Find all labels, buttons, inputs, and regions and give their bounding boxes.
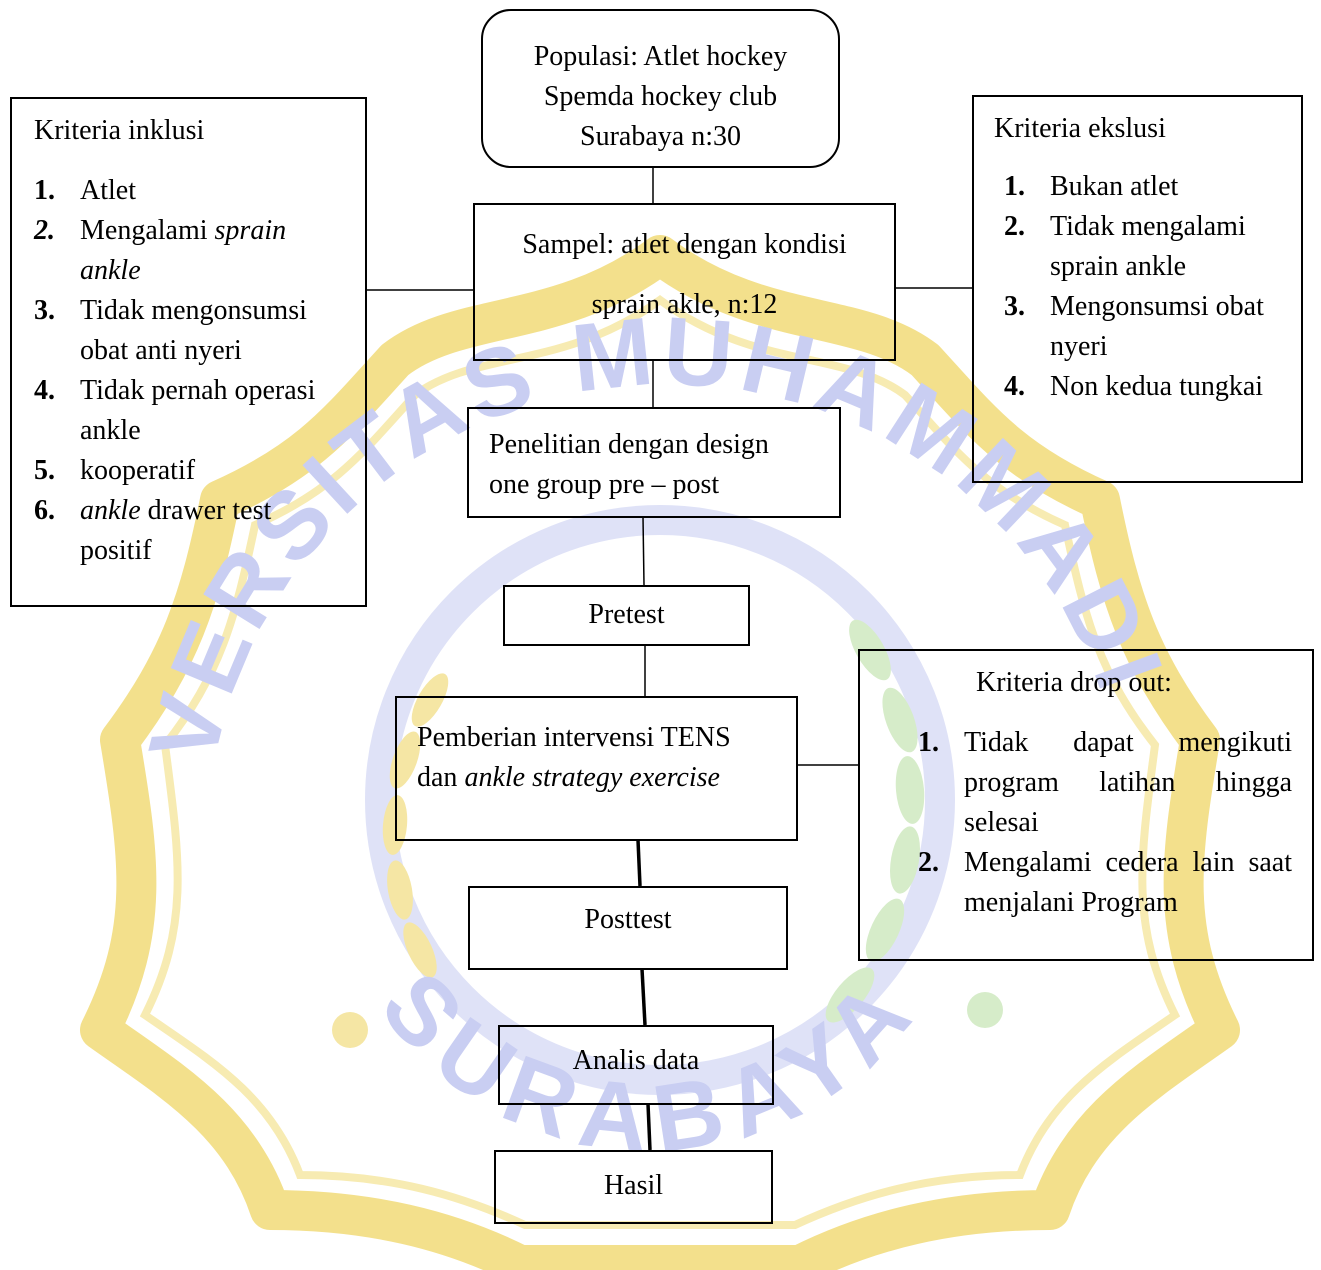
connector-penelitian-pretest [642, 516, 645, 586]
populasi-line-1: Populasi: Atlet hockey [533, 41, 788, 72]
posttest-label: Posttest [584, 904, 672, 935]
intervensi-box: Pemberian intervensi TENS dan ankle stra… [395, 696, 798, 841]
eksklusi-item-text: Non kedua tungkai [1050, 371, 1264, 402]
inklusi-item: 1. Atlet [34, 171, 349, 211]
penelitian-box: Penelitian dengan design one group pre –… [467, 407, 841, 518]
list-number: 1. [1004, 171, 1025, 202]
penelitian-line-1: Penelitian dengan design [489, 429, 769, 460]
list-number: 2. [34, 215, 55, 246]
list-number: 4. [34, 375, 55, 406]
sampel-line-1: Sampel: atlet dengan kondisi [522, 229, 847, 260]
inklusi-item-text: drawer test positif [80, 495, 272, 566]
seal-inner-circle [365, 505, 955, 1095]
eksklusi-item: 1. Bukan atlet [1004, 167, 1291, 207]
inklusi-item-italic: ankle [80, 495, 141, 526]
hasil-box: Hasil [494, 1150, 773, 1224]
list-number: 2. [1004, 211, 1025, 242]
dropout-item: 2. Mengalami cedera lain saat menjalani P… [918, 843, 1292, 923]
inklusi-item-text: Atlet [80, 175, 136, 206]
dropout-item-text: Mengalami cedera lain saat menjalani Pro… [964, 847, 1292, 918]
inklusi-title: Kriteria inklusi [34, 115, 205, 146]
inklusi-item: 6. ankle drawer test positif [34, 491, 349, 571]
eksklusi-title: Kriteria ekslusi [994, 113, 1166, 144]
inklusi-list: 1. Atlet 2. Mengalami sprain ankle 3. Tidak… [34, 171, 349, 571]
intervensi-line-1: Pemberian intervensi TENS [417, 722, 731, 753]
populasi-line-3: Surabaya n:30 [580, 121, 741, 152]
list-number: 2. [918, 847, 939, 878]
seal-dot-right [967, 992, 1003, 1028]
seal-dot-left [332, 1012, 368, 1048]
pretest-box: Pretest [503, 585, 750, 646]
connector-intervensi-posttest [636, 839, 642, 887]
analisis-label: Analis data [572, 1045, 700, 1076]
list-number: 1. [918, 727, 939, 758]
analisis-box: Analis data [498, 1025, 774, 1105]
inklusi-box: Kriteria inklusi 1. Atlet 2. Mengalami spr… [10, 97, 367, 607]
eksklusi-item-text: Bukan atlet [1050, 171, 1179, 202]
list-number: 5. [34, 455, 55, 486]
connector-posttest-analisis [640, 968, 647, 1026]
eksklusi-item-text: Tidak mengalami sprain ankle [1050, 211, 1246, 282]
dropout-item: 1. Tidak dapat mengikuti program latihan … [918, 723, 1292, 843]
list-number: 3. [34, 295, 55, 326]
sampel-line-2: sprain akle, n:12 [591, 289, 778, 320]
connector-analisis-hasil [646, 1103, 652, 1151]
list-number: 1. [34, 175, 55, 206]
eksklusi-item-text: Mengonsumsi obat nyeri [1050, 291, 1264, 362]
penelitian-line-2: one group pre – post [489, 469, 720, 500]
inklusi-item-text: Tidak pernah operasi ankle [80, 375, 316, 446]
list-number: 4. [1004, 371, 1025, 402]
dropout-item-text: Tidak dapat mengikuti program latihan hi… [964, 727, 1292, 838]
seal-scalloped-border [80, 235, 1240, 1270]
populasi-line-2: Spemda hockey club [543, 81, 778, 112]
eksklusi-list: 1. Bukan atlet 2. Tidak mengalami sprain a… [994, 167, 1291, 407]
intervensi-line-2-italic: ankle strategy exercise [464, 762, 720, 793]
inklusi-item: 5. kooperatif [34, 451, 349, 491]
seal-inner-border [139, 295, 1181, 1229]
eksklusi-box: Kriteria ekslusi 1. Bukan atlet 2. Tidak m… [972, 95, 1303, 483]
posttest-box: Posttest [468, 886, 788, 970]
pretest-label: Pretest [588, 599, 665, 630]
eksklusi-item: 2. Tidak mengalami sprain ankle [1004, 207, 1291, 287]
dropout-list: 1. Tidak dapat mengikuti program latihan … [918, 723, 1292, 923]
inklusi-item: 2. Mengalami sprain ankle [34, 211, 349, 291]
hasil-label: Hasil [603, 1170, 664, 1201]
inklusi-item-italic: sprain ankle [80, 215, 287, 286]
inklusi-item-text: Tidak mengonsumsi obat anti nyeri [80, 295, 307, 366]
populasi-box: Populasi: Atlet hockey Spemda hockey clu… [481, 9, 840, 168]
dropout-box: Kriteria drop out: 1. Tidak dapat mengiku… [858, 649, 1314, 961]
intervensi-line-2: dan ankle strategy exercise [417, 758, 796, 798]
inklusi-item: 3. Tidak mengonsumsi obat anti nyeri [34, 291, 349, 371]
inklusi-item-text: kooperatif [80, 455, 196, 486]
eksklusi-item: 3. Mengonsumsi obat nyeri [1004, 287, 1291, 367]
intervensi-line-2-prefix: dan [417, 762, 465, 793]
eksklusi-item: 4. Non kedua tungkai [1004, 367, 1291, 407]
dropout-title: Kriteria drop out: [976, 667, 1172, 698]
sampel-box: Sampel: atlet dengan kondisi sprain akle… [473, 203, 896, 361]
inklusi-item: 4. Tidak pernah operasi ankle [34, 371, 349, 451]
inklusi-item-text: Mengalami [80, 215, 215, 246]
list-number: 6. [34, 495, 55, 526]
list-number: 3. [1004, 291, 1025, 322]
